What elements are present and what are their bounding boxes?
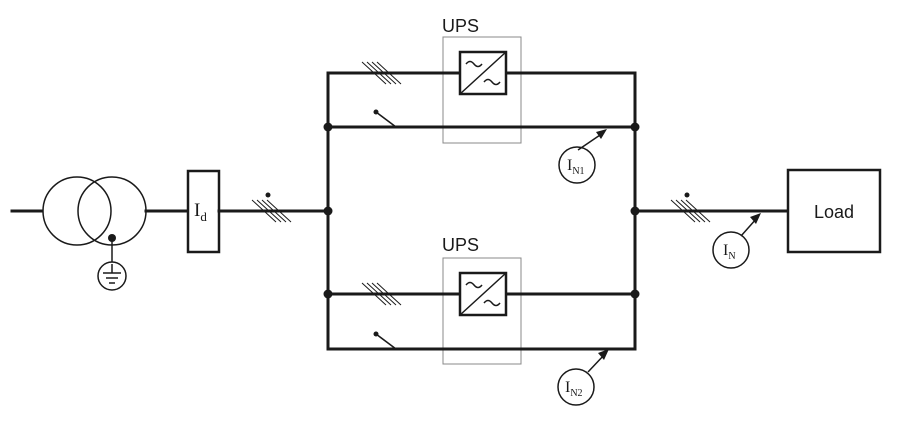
ups-bottom-converter-icon [458,271,508,317]
ups-top-label: UPS [442,16,479,36]
meter-in-label: IN [723,242,736,262]
junction-dot [630,122,640,132]
meter-in1-label: IN1 [567,157,585,177]
three-phase-ticks-ups-top [361,61,402,85]
three-phase-ticks-ups-bottom [361,282,402,306]
meter-in1: IN1 [558,129,607,184]
junction-dot [630,289,640,299]
transformer-primary-coil [42,176,112,246]
meter-in: IN [712,213,761,269]
junction-dot [323,122,333,132]
load-box [786,168,882,254]
ups-top-enclosure [442,36,522,144]
junction-dot [323,289,333,299]
bypass-top-switch [373,109,397,128]
ups-top-converter-icon [458,50,508,96]
meter-in2: IN2 [557,349,609,406]
ups-bottom-label: UPS [442,235,479,255]
meter-in2-label: IN2 [565,379,583,399]
earth-ground-icon [97,234,127,291]
bypass-bottom-switch [373,331,397,350]
three-phase-ticks-feeder [251,192,292,223]
rcd-label: Id [194,200,207,224]
load-label: Load [814,202,854,222]
ups-bottom-enclosure [442,257,522,365]
three-phase-ticks-load [670,192,711,223]
junction-dot [323,206,333,216]
